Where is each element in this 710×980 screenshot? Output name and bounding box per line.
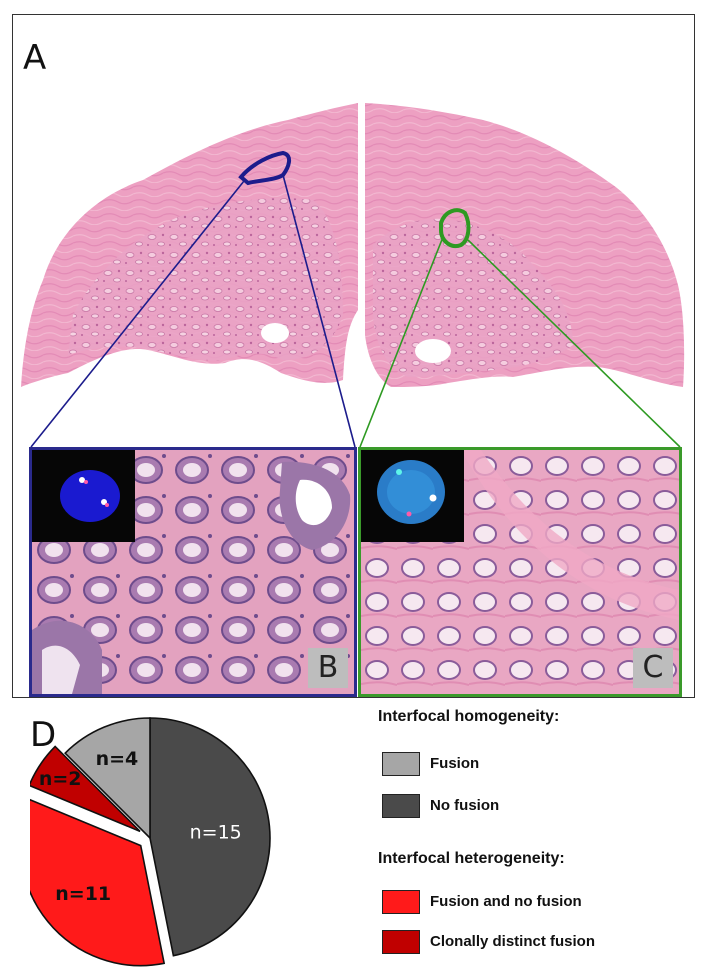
pie-slice-no-fusion xyxy=(149,717,271,957)
legend-swatch-fusion-and-no-fusion xyxy=(382,890,420,914)
legend-swatch-fusion xyxy=(382,752,420,776)
legend-label-fusion: Fusion xyxy=(430,755,480,772)
fish-inset-b xyxy=(32,450,135,542)
legend-label-clonally-distinct: Clonally distinct fusion xyxy=(430,933,596,950)
histology-panel: A xyxy=(12,14,695,698)
panel-c-label: C xyxy=(633,648,673,688)
fish-inset-c xyxy=(361,450,464,542)
pie-label: n=2 xyxy=(39,768,82,790)
legend-swatch-clonally-distinct xyxy=(382,930,420,954)
pie-chart: n=15 n=11 n=2 n=4 xyxy=(30,717,271,967)
tissue-section-image xyxy=(21,103,685,448)
panel-d-label: D xyxy=(30,715,57,755)
legend-swatch-no-fusion xyxy=(382,794,420,818)
legend-label-no-fusion: No fusion xyxy=(430,797,500,814)
pie-label: n=11 xyxy=(55,883,111,905)
pie-label: n=4 xyxy=(96,748,139,770)
legend-homogeneity-title: Interfocal homogeneity: xyxy=(378,708,560,725)
inset-c-micrograph: C xyxy=(358,447,682,697)
pie-slice-fusion-and-no-fusion xyxy=(30,798,166,967)
panel-a-label: A xyxy=(23,38,47,78)
pie-slice-clonally-distinct-fusion xyxy=(30,745,141,833)
panel-b-label: B xyxy=(308,648,348,688)
inset-b-micrograph: B xyxy=(29,447,357,697)
pie-label: n=15 xyxy=(190,822,242,844)
legend-label-fusion-and-no-fusion: Fusion and no fusion xyxy=(430,893,582,910)
pie-slice-fusion xyxy=(64,717,151,840)
legend-heterogeneity-title: Interfocal heterogeneity: xyxy=(378,850,565,867)
